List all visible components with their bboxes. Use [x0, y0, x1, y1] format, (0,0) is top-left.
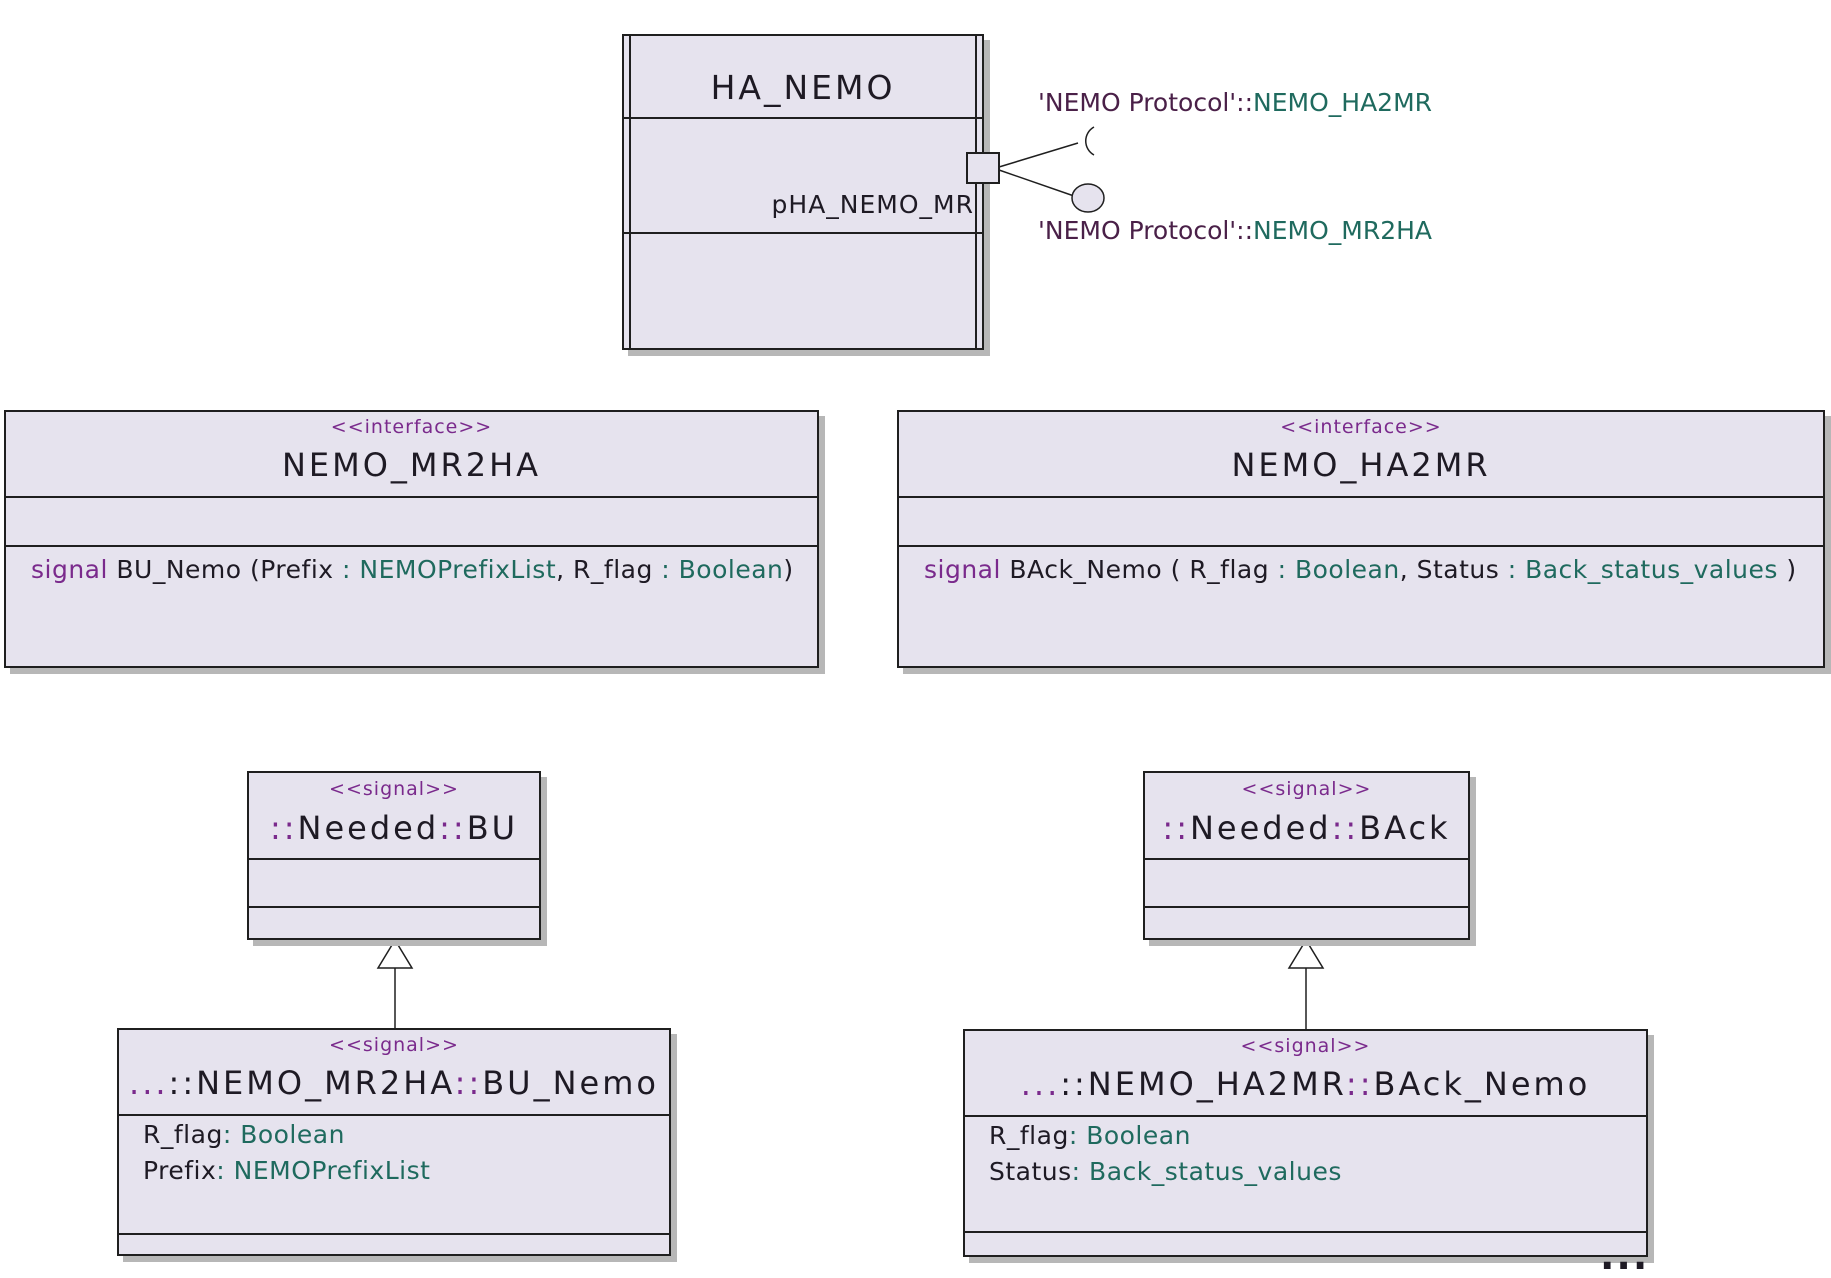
interface-name: NEMO_HA2MR [1231, 446, 1491, 484]
interface-divider-2 [6, 545, 817, 547]
port-connectors [998, 126, 1105, 213]
interface-nemo-mr2ha[interactable]: <<interface>> NEMO_MR2HA signal BU_Nemo … [4, 410, 819, 668]
required-interface-label: 'NEMO Protocol'::NEMO_HA2MR [1038, 88, 1433, 117]
left-double-border [629, 36, 631, 348]
signal-needed-bu[interactable]: <<signal>> ::Needed::BU [247, 771, 541, 940]
provided-interface-label: 'NEMO Protocol'::NEMO_MR2HA [1038, 216, 1433, 245]
signal-divider-1 [1145, 858, 1468, 860]
ha-nemo-divider-1 [624, 117, 982, 119]
interface-nemo-ha2mr[interactable]: <<interface>> NEMO_HA2MR signal BAck_Nem… [897, 410, 1825, 668]
more-indicator[interactable]: ... [1600, 1234, 1650, 1278]
signal-divider-2 [965, 1231, 1646, 1233]
attribute-prefix: Prefix: NEMOPrefixList [143, 1156, 431, 1185]
signal-needed-back[interactable]: <<signal>> ::Needed::BAck [1143, 771, 1470, 940]
signal-name: ...::NEMO_HA2MR::BAck_Nemo [1020, 1065, 1591, 1103]
signal-divider-1 [965, 1115, 1646, 1117]
signal-name: ::Needed::BU [269, 809, 519, 847]
signal-name: ::Needed::BAck [1162, 809, 1451, 847]
generalization-back [1287, 938, 1325, 1030]
interface-divider-2 [899, 545, 1823, 547]
interface-name: NEMO_MR2HA [281, 446, 542, 484]
provided-interface-line [998, 169, 1075, 197]
ha-nemo-name: HA_NEMO [710, 68, 896, 107]
signal-stereotype: <<signal>> [329, 1034, 459, 1056]
ha-nemo-component[interactable]: HA_NEMO pHA_NEMO_MR [622, 34, 984, 350]
interface-stereotype: <<interface>> [330, 416, 493, 438]
signal-stereotype: <<signal>> [1241, 778, 1372, 800]
ha-nemo-divider-2 [624, 232, 982, 234]
attribute-status: Status: Back_status_values [989, 1157, 1342, 1186]
interface-divider-1 [6, 496, 817, 498]
signal-name: ...::NEMO_MR2HA::BU_Nemo [129, 1064, 659, 1102]
attribute-r-flag: R_flag: Boolean [989, 1121, 1191, 1150]
operation-bu-nemo: signal BU_Nemo (Prefix : NEMOPrefixList,… [31, 555, 794, 584]
signal-stereotype: <<signal>> [1240, 1035, 1371, 1057]
signal-stereotype: <<signal>> [329, 778, 459, 800]
right-double-border [975, 36, 977, 348]
generalization-bu [376, 938, 414, 1030]
interface-divider-1 [899, 496, 1823, 498]
signal-divider-1 [249, 858, 539, 860]
signal-divider-2 [119, 1233, 669, 1235]
provided-interface-lollipop [1071, 183, 1105, 213]
signal-bu-nemo[interactable]: <<signal>> ...::NEMO_MR2HA::BU_Nemo R_fl… [117, 1028, 671, 1256]
interface-stereotype: <<interface>> [1280, 416, 1442, 438]
operation-back-nemo: signal BAck_Nemo ( R_flag : Boolean, Sta… [924, 555, 1797, 584]
signal-divider-2 [249, 906, 539, 908]
signal-divider-2 [1145, 906, 1468, 908]
port-label: pHA_NEMO_MR [771, 190, 974, 219]
required-interface-socket [1085, 126, 1095, 156]
required-interface-line [998, 142, 1079, 168]
signal-back-nemo[interactable]: <<signal>> ...::NEMO_HA2MR::BAck_Nemo R_… [963, 1029, 1648, 1257]
port-pha-nemo-mr[interactable] [966, 152, 1000, 184]
signal-divider-1 [119, 1114, 669, 1116]
attribute-r-flag: R_flag: Boolean [143, 1120, 345, 1149]
